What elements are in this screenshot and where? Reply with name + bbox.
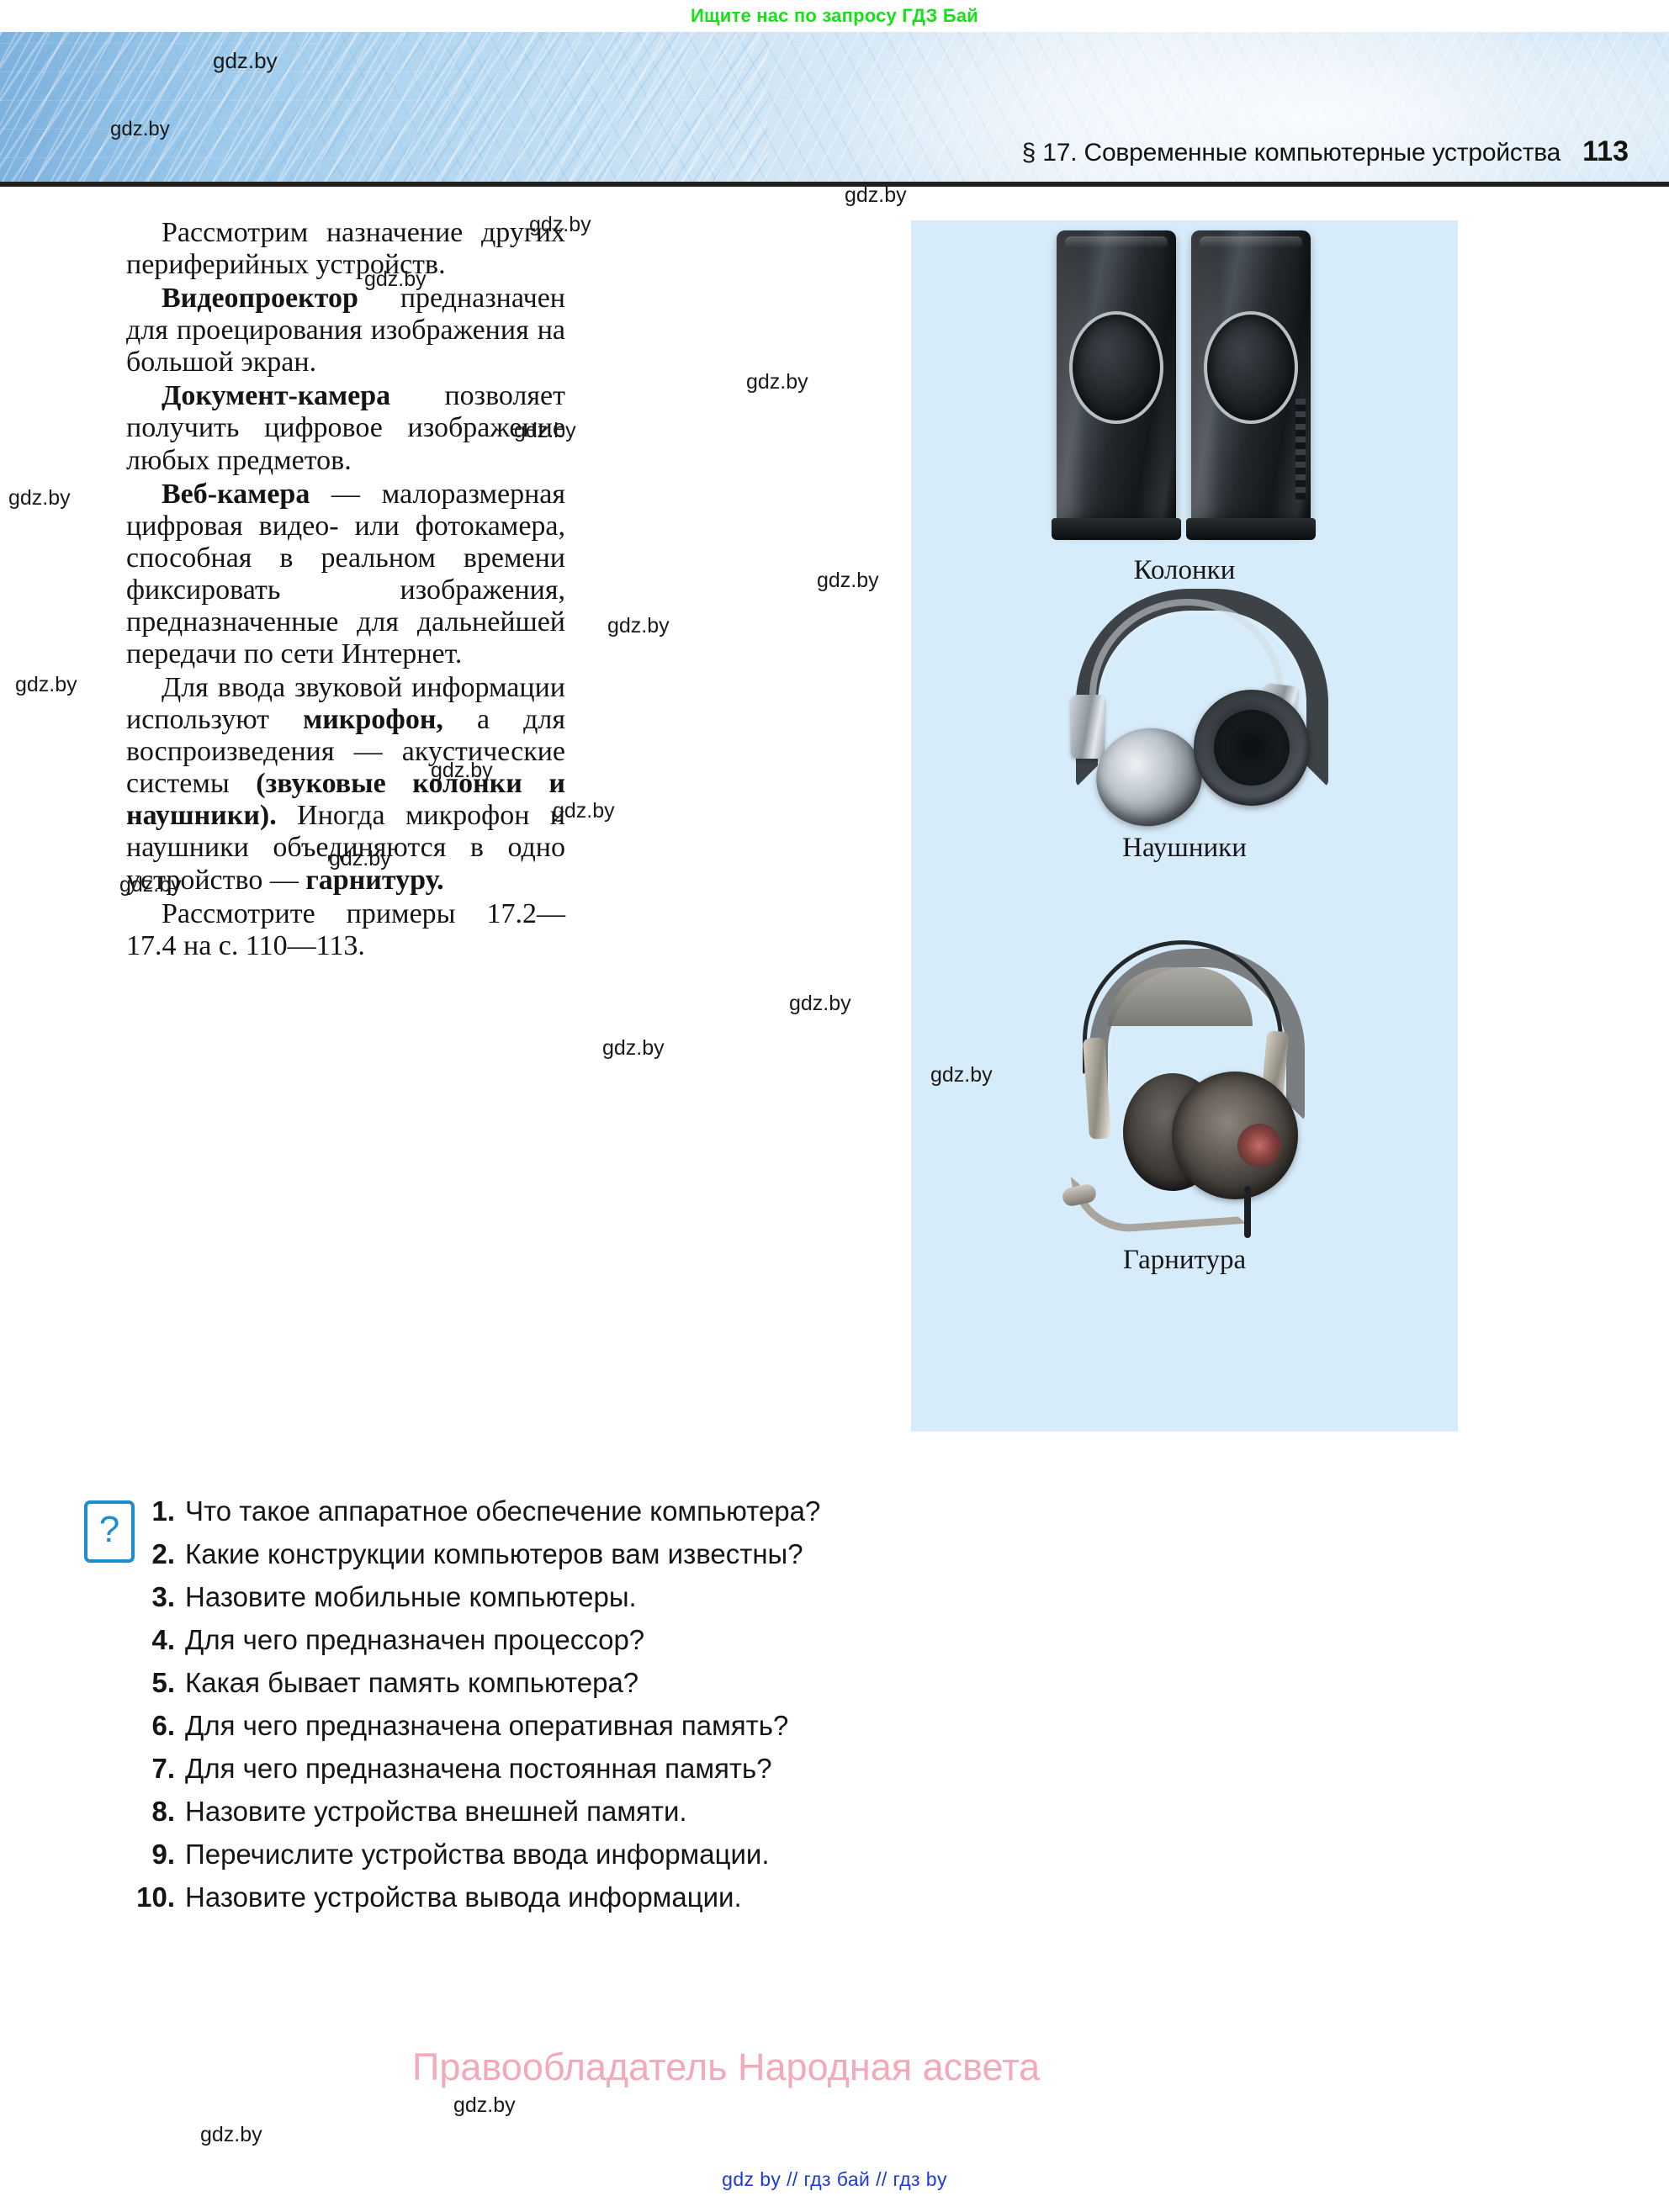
question-mark-glyph: ? [98, 1509, 120, 1550]
speaker-left-base [1052, 518, 1181, 540]
paragraph-examples-reference: Рассмотрите примеры 17.2—17.4 на с. 110—… [126, 897, 565, 961]
paragraph-document-camera: Документ-камера позволяет получить цифро… [126, 380, 565, 476]
paragraph-audio-before: Для ввода звуковой информации используют [126, 672, 565, 736]
term-microphone: микрофон, [303, 704, 443, 736]
list-item: 9. Перечислите устройства ввода информаци… [128, 1839, 1306, 1871]
figure-headphones: Наушники [911, 584, 1458, 864]
gdz-watermark: gdz.by [8, 486, 71, 510]
paragraph-audio-after: Иногда микрофон и наушники объединяются … [126, 800, 565, 896]
question-mark-icon: ? [84, 1500, 135, 1563]
list-item: 10. Назовите устройства вывода информации… [128, 1881, 1306, 1913]
caption-speakers: Колонки [1133, 555, 1236, 585]
headset-cable [1244, 1186, 1251, 1238]
gdz-watermark: gdz.by [15, 673, 77, 696]
promo-strip: Ищите нас по запросу ГДЗ Бай [0, 0, 1669, 32]
list-item: 3. Назовите мобильные компьютеры. [128, 1581, 1306, 1613]
caption-headset: Гарнитура [1122, 1245, 1247, 1275]
speaker-right-ports [1295, 399, 1306, 500]
speaker-right-cone [1204, 311, 1298, 424]
promo-text: Ищите нас по запросу ГДЗ Бай [690, 5, 978, 26]
question-number: 8. [151, 1796, 175, 1827]
paragraph-videoprojector: Видеопроектор предназначен для проециров… [126, 283, 565, 378]
headphones-earcup-right [1194, 690, 1310, 806]
illustration-panel: Колонки Наушники [911, 220, 1458, 1431]
speaker-right-base [1186, 518, 1316, 540]
question-text: Для чего предназначен процессор? [185, 1624, 645, 1655]
paragraph-webcam-text: — малоразмерная цифровая видео- или фото… [126, 478, 565, 670]
paragraph-audio: Для ввода звуковой информации используют… [126, 672, 565, 897]
list-item: 8. Назовите устройства внешней памяти. [128, 1796, 1306, 1828]
question-number: 10. [136, 1881, 175, 1913]
paragraph-document-camera-text: позволяет получить цифровое изображение … [126, 380, 565, 476]
question-text: Назовите мобильные компьютеры. [185, 1581, 637, 1612]
paragraph-videoprojector-text: предназначен для проецирования изображен… [126, 283, 565, 378]
question-number: 5. [151, 1667, 175, 1698]
question-text: Назовите устройства вывода информации. [185, 1881, 742, 1913]
figure-headset: Гарнитура [911, 940, 1458, 1276]
question-text: Какие конструкции компьютеров вам извест… [185, 1538, 803, 1569]
header-title-row: § 17. Современные компьютерные устройств… [1022, 135, 1629, 168]
copyright-watermark: Правообладатель Народная асвета [412, 2045, 1041, 2088]
gdz-watermark: gdz.by [607, 614, 670, 638]
questions-section: ? 1. Что такое аппаратное обеспечение ком… [84, 1495, 1306, 1924]
headphones-image [1046, 584, 1328, 836]
gdz-watermark: gdz.by [789, 992, 851, 1015]
page-number: 113 [1582, 135, 1629, 167]
question-text: Что такое аппаратное обеспечение компьют… [185, 1495, 821, 1527]
footer-links[interactable]: gdz by // гдз бай // гдз by [722, 2168, 947, 2190]
header-divider-rule [0, 182, 1669, 187]
question-text: Для чего предназначена постоянная память… [185, 1753, 772, 1784]
paragraph-audio-middle: а для воспроизведения — акустические сис… [126, 704, 565, 800]
question-number: 2. [151, 1538, 175, 1569]
question-text: Какая бывает память компьютера? [185, 1667, 639, 1698]
question-number: 4. [151, 1624, 175, 1655]
list-item: 7. Для чего предназначена постоянная памя… [128, 1753, 1306, 1785]
header-banner: § 17. Современные компьютерные устройств… [0, 32, 1669, 187]
circuit-pattern-decoration-left [0, 32, 768, 187]
question-number: 1. [151, 1495, 175, 1527]
section-title: § 17. Современные компьютерные устройств… [1021, 139, 1561, 167]
gdz-watermark: gdz.by [200, 2123, 262, 2146]
figure-speakers: Колонки [911, 230, 1458, 586]
headset-image [1046, 940, 1323, 1240]
banner-glow-decoration [834, 32, 1669, 187]
question-text: Для чего предназначена оперативная памят… [185, 1710, 789, 1741]
headset-microphone-boom-icon [1070, 1164, 1247, 1236]
headphones-slider-left [1071, 695, 1105, 759]
paragraph-intro: Рассмотрим назначение других периферийны… [126, 217, 565, 281]
list-item: 2. Какие конструкции компьютеров вам изве… [128, 1538, 1306, 1570]
question-number: 9. [151, 1839, 175, 1870]
question-text: Назовите устройства внешней памяти. [185, 1796, 687, 1827]
gdz-watermark: gdz.by [602, 1036, 665, 1060]
gdz-watermark: gdz.by [453, 2093, 516, 2117]
questions-list: 1. Что такое аппаратное обеспечение компь… [128, 1495, 1306, 1913]
list-item: 5. Какая бывает память компьютера? [128, 1667, 1306, 1699]
question-number: 6. [151, 1710, 175, 1741]
speaker-left-cone [1069, 311, 1163, 424]
question-number: 3. [151, 1581, 175, 1612]
list-item: 4. Для чего предназначен процессор? [128, 1624, 1306, 1656]
list-item: 1. Что такое аппаратное обеспечение компь… [128, 1495, 1306, 1527]
term-headset: гарнитуру. [305, 864, 444, 896]
gdz-watermark: gdz.by [845, 183, 907, 207]
paragraph-webcam: Веб-камера — малоразмерная цифровая виде… [126, 479, 565, 670]
gdz-watermark: gdz.by [746, 370, 808, 394]
question-number: 7. [151, 1753, 175, 1784]
term-document-camera: Документ-камера [162, 380, 391, 412]
term-speakers-headphones: (звуковые колонки и наушники). [126, 768, 566, 832]
body-text-column: Рассмотрим назначение других периферийны… [126, 217, 565, 964]
term-videoprojector: Видеопроектор [162, 283, 358, 315]
speaker-right-icon [1186, 230, 1316, 540]
caption-headphones: Наушники [1122, 833, 1247, 863]
gdz-watermark: gdz.by [817, 569, 879, 592]
headset-earcup-main [1172, 1072, 1298, 1199]
speaker-left-icon [1052, 230, 1181, 540]
question-text: Перечислите устройства ввода информации. [185, 1839, 770, 1870]
speakers-image [1041, 230, 1327, 550]
term-webcam: Веб-камера [162, 478, 310, 510]
list-item: 6. Для чего предназначена оперативная пам… [128, 1710, 1306, 1742]
